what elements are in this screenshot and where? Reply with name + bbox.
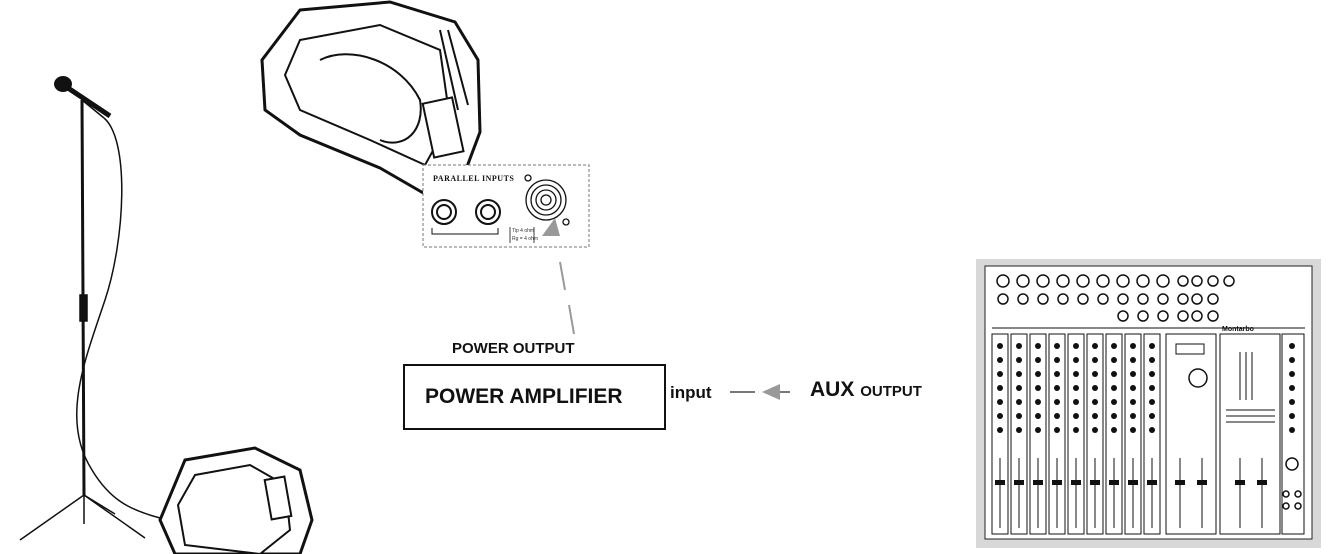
speaker-cable (542, 218, 575, 335)
power-output-label: POWER OUTPUT (452, 340, 575, 357)
speaker-monitor-top (260, 0, 482, 200)
mixer-brand-label: Montarbo (1222, 326, 1254, 333)
parallel-inputs-title: PARALLEL INPUTS (433, 174, 515, 183)
jack-input-1 (431, 199, 457, 225)
aux-to-input-arrow (730, 384, 790, 400)
panel-note-1: Tip 4 ohm (512, 228, 535, 234)
jack-input-2 (475, 199, 501, 225)
speakon-connector (524, 174, 570, 226)
power-amplifier-box: POWER AMPLIFIER (403, 364, 666, 430)
parallel-inputs-panel (422, 164, 590, 248)
input-label: input (670, 383, 712, 402)
microphone-stand (19, 99, 161, 541)
mixer-console (976, 259, 1321, 548)
microphone-icon (54, 76, 112, 119)
panel-note-2: Rg = 4 ohm (512, 236, 538, 242)
aux-label-main: AUX (810, 378, 855, 401)
speaker-monitor-bottom (158, 446, 314, 554)
aux-label-output: OUTPUT (860, 383, 922, 400)
power-amplifier-label: POWER AMPLIFIER (425, 385, 623, 408)
aux-output-label: AUX OUTPUT (810, 378, 922, 402)
